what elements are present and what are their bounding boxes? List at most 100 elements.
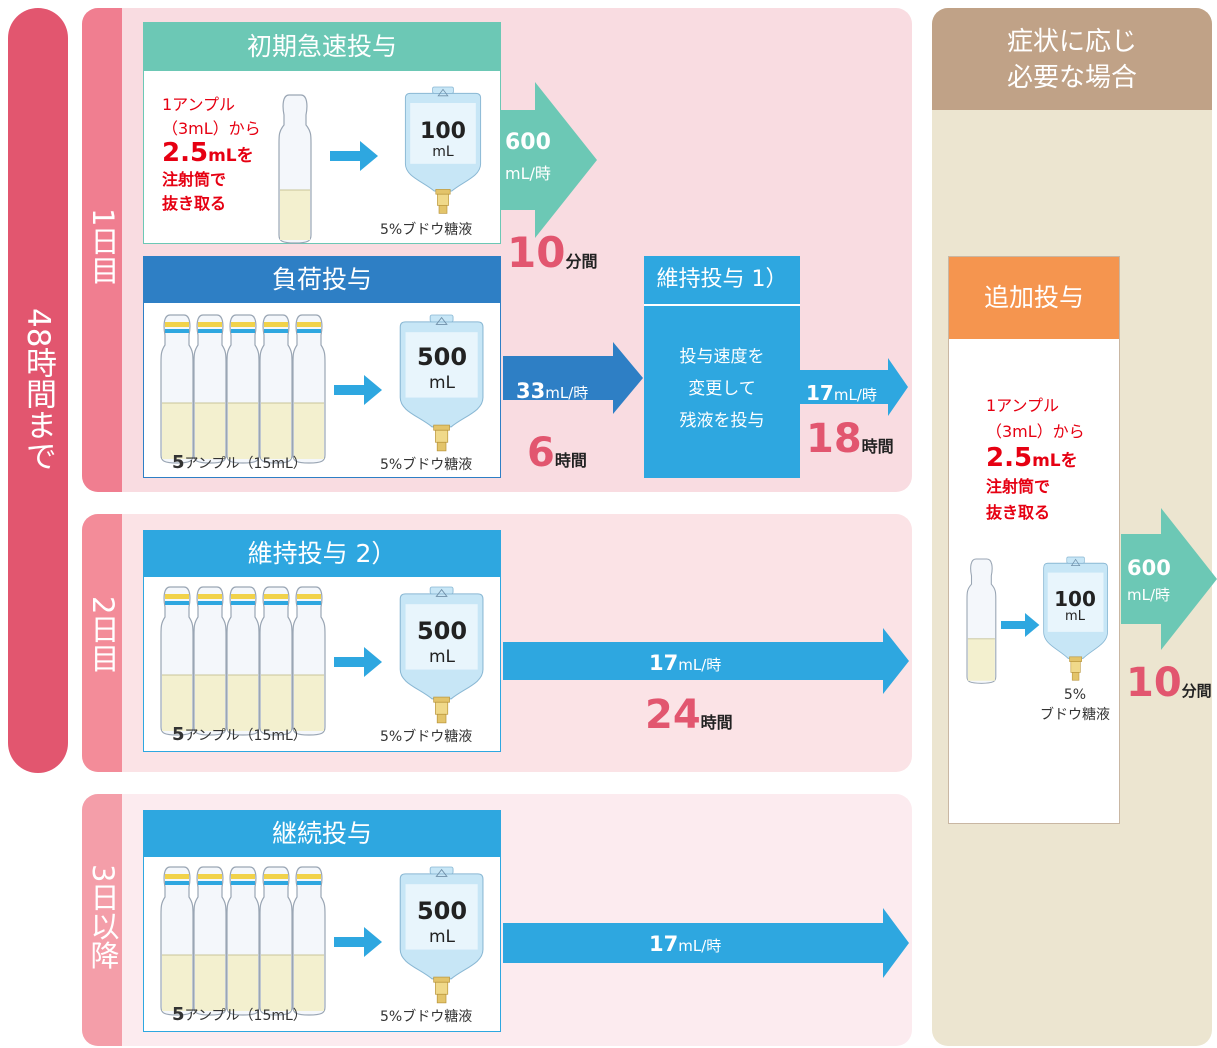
bag-unit: mL xyxy=(428,927,456,947)
transfer-arrow-icon xyxy=(334,647,382,677)
instruction-line: 抜き取る xyxy=(162,194,227,213)
instruction-line: 注射筒で xyxy=(162,170,227,189)
loading-title: 負荷投与 xyxy=(144,257,500,303)
ampoule-count: 5 xyxy=(172,452,185,473)
ampoule-count-label: 5アンプル（15mL） xyxy=(172,724,307,745)
ampoule-count-label: 5アンプル（15mL） xyxy=(172,452,307,473)
solution-label: 5%ブドウ糖液 xyxy=(380,729,473,745)
instruction-amount: 2.5 xyxy=(162,138,209,168)
duration: 6時間 xyxy=(527,430,587,476)
rate-arrow-blue xyxy=(800,358,908,416)
header-line: 必要な場合 xyxy=(1006,63,1137,93)
rate-value: 33 xyxy=(516,379,546,403)
rate-value: 17 xyxy=(649,932,679,956)
rate-arrow-teal xyxy=(1121,508,1217,650)
day3-label: 3日以降 xyxy=(86,864,120,970)
rate-value: 17 xyxy=(649,651,679,675)
ampoule-icon xyxy=(278,94,312,244)
rate-unit: mL/時 xyxy=(545,384,589,402)
instruction-line: 1アンプル xyxy=(162,95,236,114)
time-unit: 時間 xyxy=(554,451,587,470)
day1-tab: 1日目 xyxy=(82,8,122,492)
ampoule-label: アンプル（15mL） xyxy=(184,728,307,744)
day2-tab: 2日目 xyxy=(82,514,122,772)
rate-value: 600 xyxy=(505,130,551,155)
loading-box: 負荷投与 500 mL 5アンプル（15mL） 5%ブドウ糖液 xyxy=(143,256,501,478)
maintenance2-box: 維持投与 2） 500 mL 5アンプル（15mL） 5%ブドウ糖液 xyxy=(143,530,501,752)
time-value: 24 xyxy=(645,692,701,738)
instruction-line: （3mL）から xyxy=(986,422,1085,441)
maintenance1-box: 維持投与 1） 投与速度を 変更して 残液を投与 xyxy=(644,256,800,478)
bag-unit: mL xyxy=(428,647,456,667)
maintenance1-body: 投与速度を 変更して 残液を投与 xyxy=(644,341,800,437)
solution-label: 5%ブドウ糖液 xyxy=(380,457,473,473)
instruction-unit: mLを xyxy=(208,146,254,166)
rate-arrow-blue xyxy=(503,908,909,978)
rate-value: 600 xyxy=(1127,556,1171,580)
solution-line: 5% xyxy=(1063,687,1087,703)
rate-unit: mL/時 xyxy=(678,937,722,955)
bag-volume: 500 xyxy=(416,617,468,645)
day1-label: 1日目 xyxy=(86,208,120,285)
duration: 24時間 xyxy=(645,692,733,738)
rate-label: 17mL/時 xyxy=(649,651,721,675)
rate-label: 33mL/時 xyxy=(516,379,588,403)
additional-dose-box: 追加投与 1アンプル （3mL）から 2.5mLを 注射筒で 抜き取る 100 … xyxy=(948,256,1120,824)
solution-label: 5% ブドウ糖液 xyxy=(1035,685,1115,725)
time-value: 6 xyxy=(527,430,555,476)
duration-sidebar: 48時間まで xyxy=(8,8,68,773)
time-unit: 分間 xyxy=(565,252,598,271)
day2-label: 2日目 xyxy=(86,596,120,673)
bag-volume: 100 xyxy=(1054,587,1096,611)
time-unit: 時間 xyxy=(700,713,733,732)
transfer-arrow-icon xyxy=(334,375,382,405)
ampoule-label: アンプル（15mL） xyxy=(184,456,307,472)
solution-label: 5%ブドウ糖液 xyxy=(380,1009,473,1025)
rate-unit: mL/時 xyxy=(505,164,551,183)
rate-value: 17 xyxy=(806,381,834,405)
bag-unit: mL xyxy=(1065,609,1085,624)
duration: 18時間 xyxy=(806,416,894,462)
body-line: 投与速度を xyxy=(679,347,765,367)
ampoule-label: アンプル（15mL） xyxy=(184,1008,307,1024)
maintenance1-title: 維持投与 1） xyxy=(644,256,800,306)
bag-volume: 100 xyxy=(420,119,466,144)
additional-instruction: 1アンプル （3mL）から 2.5mLを 注射筒で 抜き取る xyxy=(986,393,1085,526)
rate-arrow-dark-blue xyxy=(503,342,643,414)
additional-dose-title: 追加投与 xyxy=(949,257,1119,339)
transfer-arrow-icon xyxy=(334,927,382,957)
iv-bag-icon xyxy=(399,586,484,724)
body-line: 残液を投与 xyxy=(679,411,765,431)
as-needed-header: 症状に応じ 必要な場合 xyxy=(932,8,1212,110)
ampoule-count: 5 xyxy=(172,724,185,745)
bag-volume: 500 xyxy=(416,343,468,371)
continuation-box: 継続投与 500 mL 5アンプル（15mL） 5%ブドウ糖液 xyxy=(143,810,501,1032)
instruction-line: （3mL）から xyxy=(162,119,261,138)
iv-bag-icon xyxy=(399,314,484,452)
rate-arrow-blue xyxy=(503,628,909,694)
initial-rapid-title: 初期急速投与 xyxy=(144,23,500,71)
ampoule-group-icon xyxy=(160,586,326,736)
solution-label: 5%ブドウ糖液 xyxy=(380,222,473,238)
instruction-line: 抜き取る xyxy=(986,503,1051,522)
initial-rapid-box: 初期急速投与 1アンプル （3mL）から 2.5mLを 注射筒で 抜き取る 10… xyxy=(143,22,501,244)
rate-arrow-teal xyxy=(501,82,597,238)
ampoule-group-icon xyxy=(160,314,326,464)
time-value: 10 xyxy=(507,228,566,277)
iv-bag-icon xyxy=(399,866,484,1004)
time-unit: 時間 xyxy=(861,437,894,456)
transfer-arrow-icon xyxy=(330,141,378,171)
ampoule-count-label: 5アンプル（15mL） xyxy=(172,1004,307,1025)
time-value: 18 xyxy=(806,416,862,462)
bag-unit: mL xyxy=(432,144,454,160)
duration: 10分間 xyxy=(507,228,597,277)
rate-unit: mL/時 xyxy=(833,386,877,404)
maintenance2-title: 維持投与 2） xyxy=(144,531,500,577)
transfer-arrow-icon xyxy=(1001,613,1040,637)
bag-unit: mL xyxy=(428,373,456,393)
instruction-amount: 2.5 xyxy=(986,443,1033,473)
initial-rapid-instruction: 1アンプル （3mL）から 2.5mLを 注射筒で 抜き取る xyxy=(162,93,261,216)
day3-tab: 3日以降 xyxy=(82,794,122,1046)
rate-unit: mL/時 xyxy=(1127,586,1171,604)
solution-line: ブドウ糖液 xyxy=(1040,707,1110,723)
